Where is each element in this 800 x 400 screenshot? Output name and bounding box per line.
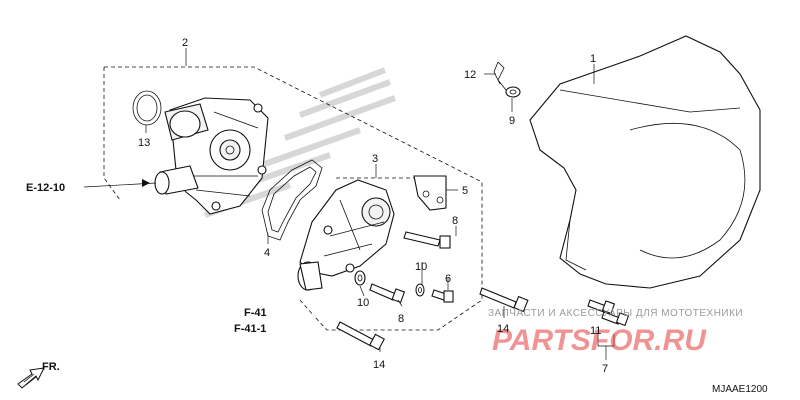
callout-4: 4 xyxy=(264,247,270,259)
callout-11: 11 xyxy=(590,325,601,337)
callout-13: 13 xyxy=(138,137,150,149)
ref-f-41: F-41 xyxy=(244,307,267,319)
screw-11 xyxy=(587,299,630,327)
clip-12 xyxy=(493,61,507,91)
bolt-14-lower xyxy=(336,321,385,351)
bolt-6 xyxy=(431,289,454,303)
washer-10a xyxy=(354,270,366,286)
water-pump xyxy=(154,97,269,215)
front-arrow-icon xyxy=(17,367,45,389)
bolt-14-right xyxy=(479,287,529,313)
assembly-outline-2 xyxy=(103,66,483,331)
callout-6: 6 xyxy=(445,273,451,285)
callout-8-upper: 8 xyxy=(452,215,458,227)
bracket-5 xyxy=(413,175,447,211)
washer-10b xyxy=(415,283,425,297)
front-marker-label: FR. xyxy=(42,361,60,373)
arrow-e1210 xyxy=(142,179,150,187)
cover-1 xyxy=(529,35,761,289)
callout-12: 12 xyxy=(464,69,476,81)
callout-7: 7 xyxy=(602,363,608,375)
grommet-9 xyxy=(505,86,521,98)
callout-10-right: 10 xyxy=(415,261,427,273)
watermark-text: ЗАПЧАСТИ И АКСЕССУАРЫ ДЛЯ МОТОТЕХНИКИ xyxy=(488,308,743,319)
callout-9: 9 xyxy=(509,115,515,127)
bolt-8-upper xyxy=(403,231,451,249)
callout-2: 2 xyxy=(182,37,188,49)
callout-5: 5 xyxy=(462,185,468,197)
callout-14-right: 14 xyxy=(497,323,509,335)
ref-e-12-10: E-12-10 xyxy=(26,182,65,194)
callout-14-lower: 14 xyxy=(373,359,385,371)
callout-1: 1 xyxy=(590,53,596,65)
o-ring-13 xyxy=(132,90,162,126)
callout-8-lower: 8 xyxy=(398,313,404,325)
diagram-code: MJAAE1200 xyxy=(712,384,768,395)
ref-f-41-1: F-41-1 xyxy=(234,323,266,335)
gasket-4 xyxy=(261,159,323,241)
callout-10-left: 10 xyxy=(357,297,369,309)
callout-3: 3 xyxy=(372,153,378,165)
watermark-logo: PARTSFOR.RU xyxy=(492,324,707,357)
bolt-8-lower xyxy=(369,283,406,304)
thermostat-housing xyxy=(297,179,395,291)
